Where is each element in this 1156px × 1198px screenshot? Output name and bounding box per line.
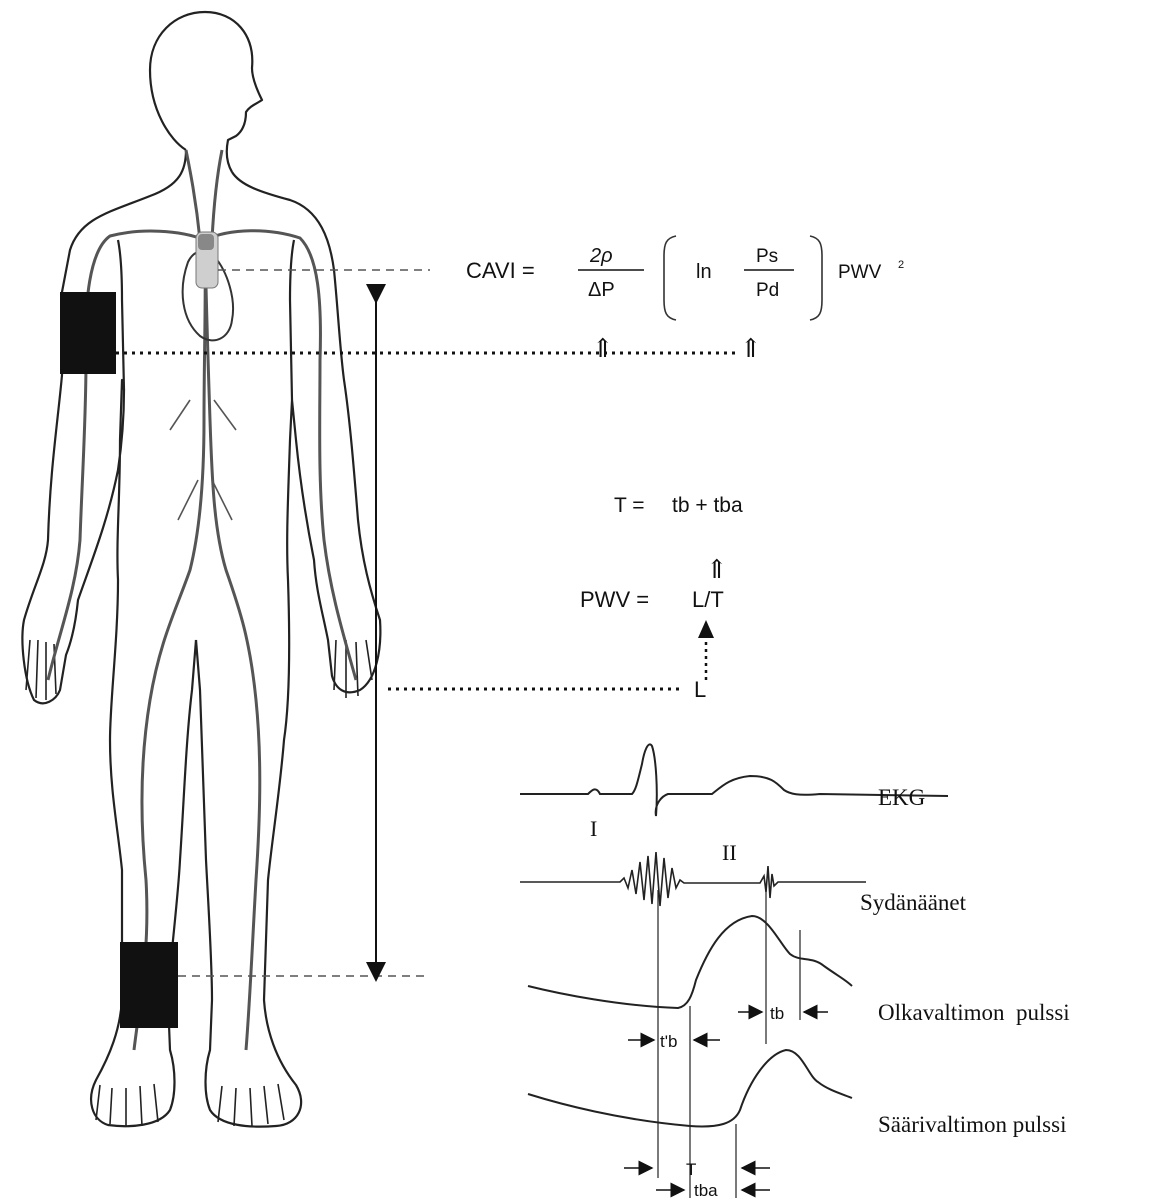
arm-inner-right <box>290 240 294 400</box>
l-to-pwv-arrowhead <box>698 620 714 638</box>
cavi-formula: CAVI = 2ρ ΔP ln Ps Pd PWV 2 <box>466 236 904 320</box>
ps-label: Ps <box>756 246 778 267</box>
length-label: L <box>694 677 706 702</box>
cavi-lhs: CAVI = <box>466 258 535 283</box>
pwv-lhs: PWV = <box>580 587 649 612</box>
up-arrow-t: ⇑ <box>706 555 728 584</box>
pwv-squared: PWV <box>838 262 882 283</box>
brachial-pulse-trace <box>528 916 852 1008</box>
arm-cuff <box>60 292 116 374</box>
phase-2-label: II <box>722 840 737 865</box>
ankle-cuff <box>120 942 178 1028</box>
body-outline-right <box>196 172 380 1127</box>
pd-label: Pd <box>756 280 779 301</box>
square-exponent: 2 <box>898 259 904 271</box>
t-lhs: T = <box>614 494 645 517</box>
t-rhs: tb + tba <box>672 494 743 517</box>
cavi-numerator: 2ρ <box>589 245 613 267</box>
cavi-denominator: ΔP <box>588 279 615 301</box>
ln-label: ln <box>696 261 712 283</box>
t-prime-b-label: t'b <box>660 1032 677 1051</box>
up-arrow-delta-p: ⇑ <box>592 334 614 363</box>
head-outline <box>150 12 262 172</box>
left-bracket <box>664 236 676 320</box>
heart-sounds-trace <box>520 852 866 906</box>
t-interval-label: T <box>686 1160 696 1179</box>
brachial-pulse-label: Olkavaltimon pulssi <box>878 1000 1070 1025</box>
phase-1-label: I <box>590 816 597 841</box>
ankle-pulse-label: Säärivaltimon pulssi <box>878 1112 1066 1137</box>
right-bracket <box>810 236 822 320</box>
heart-sounds-label: Sydänäänet <box>860 890 967 915</box>
interval-arrows <box>624 1012 828 1190</box>
pwv-rhs: L/T <box>692 587 724 612</box>
left-foot <box>96 1084 158 1126</box>
arm-inner-left <box>118 240 124 390</box>
up-arrow-ps-pd: ⇑ <box>740 334 762 363</box>
tba-label: tba <box>694 1181 718 1198</box>
right-foot <box>218 1084 284 1126</box>
tb-label: tb <box>770 1004 784 1023</box>
ekg-label: EKG <box>878 785 925 810</box>
